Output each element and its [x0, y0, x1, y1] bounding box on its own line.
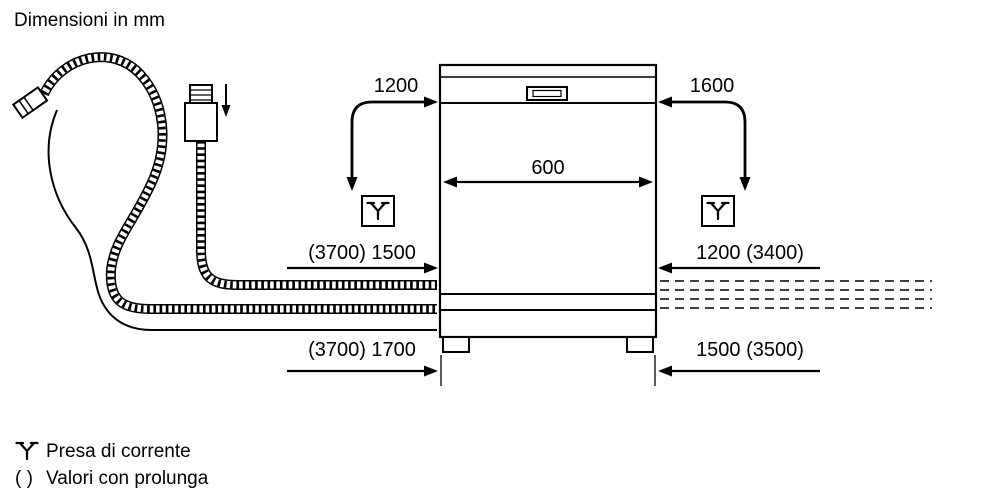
aquastop-valve — [184, 84, 218, 142]
right-power-socket — [701, 195, 735, 227]
arrowhead — [424, 96, 438, 108]
fitting-arrow — [221, 84, 231, 117]
right-foot — [626, 336, 654, 353]
legend-extension-label: Valori con prolunga — [46, 468, 209, 489]
dim-bottom-right-label: 1500 (3500) — [696, 339, 804, 361]
dim-mid-left: (3700) 1500 — [287, 242, 438, 274]
dim-width-label: 600 — [531, 157, 564, 179]
arrowhead — [424, 365, 438, 377]
legend: Presa di corrente ( ) Valori con prolung… — [15, 441, 209, 489]
arrowhead — [443, 176, 457, 188]
dim-bottom-left: (3700) 1700 — [287, 339, 442, 386]
drain-extension-dashed-lines — [660, 280, 932, 309]
supply-hose — [196, 141, 437, 290]
legend-extension-symbol: ( ) — [15, 468, 33, 489]
arrowhead — [346, 177, 358, 191]
dim-top-right: 1600 — [658, 75, 751, 191]
dishwasher-body — [438, 63, 658, 339]
dim-bottom-left-label: (3700) 1700 — [308, 339, 416, 361]
drain-hose — [11, 52, 437, 314]
arrowhead — [658, 365, 672, 377]
left-power-socket — [361, 195, 395, 227]
legend-extension-item: ( ) Valori con prolunga — [15, 468, 209, 489]
plug-icon — [15, 441, 39, 461]
dim-width: 600 — [443, 157, 653, 188]
drain-nozzle — [11, 86, 49, 120]
legend-socket-label: Presa di corrente — [46, 441, 191, 462]
arrowhead — [221, 105, 231, 117]
arrowhead — [658, 262, 672, 274]
power-cable — [47, 109, 437, 331]
dishwasher-front-view — [438, 63, 658, 353]
arrowhead — [639, 176, 653, 188]
left-foot — [442, 336, 470, 353]
dim-top-right-label: 1600 — [690, 75, 735, 97]
arrowhead — [658, 96, 672, 108]
legend-socket-item: Presa di corrente — [15, 441, 191, 462]
arrowhead — [739, 177, 751, 191]
dim-top-left: 1200 — [346, 75, 438, 191]
dim-bottom-right: 1500 (3500) — [654, 339, 820, 386]
diagram-title: Dimensioni in mm — [14, 10, 165, 31]
dim-mid-right: 1200 (3400) — [658, 242, 820, 274]
dim-mid-left-label: (3700) 1500 — [308, 242, 416, 264]
dim-top-left-label: 1200 — [374, 75, 419, 97]
dim-mid-right-label: 1200 (3400) — [696, 242, 804, 264]
arrowhead — [424, 262, 438, 274]
